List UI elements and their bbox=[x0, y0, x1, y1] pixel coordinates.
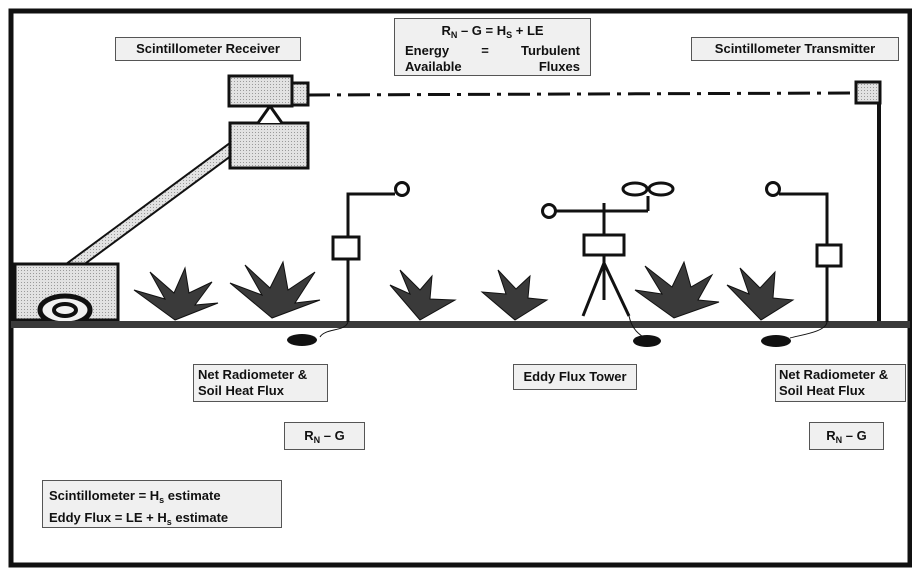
net-radiometer-left-device bbox=[287, 181, 410, 346]
equation-line-3: Available Fluxes bbox=[405, 59, 580, 74]
scintillometer-transmitter-device bbox=[854, 80, 882, 323]
rn-g-left-label: RN – G bbox=[284, 422, 365, 450]
scintillometer-receiver-device bbox=[227, 74, 310, 170]
ground-line bbox=[11, 321, 910, 328]
scintillometer-beam bbox=[307, 91, 857, 97]
eddy-flux-tower-device bbox=[541, 181, 675, 347]
equation-line-2: Energy = Turbulent bbox=[405, 43, 580, 58]
boom-lift-truck bbox=[13, 129, 254, 327]
transmitter-label: Scintillometer Transmitter bbox=[691, 37, 899, 61]
crop-plants bbox=[133, 260, 795, 321]
estimates-note: Scintillometer = Hs estimate Eddy Flux =… bbox=[42, 480, 282, 528]
estimate-line-eddy-flux: Eddy Flux = LE + Hs estimate bbox=[49, 510, 229, 527]
eddy-flux-tower-label: Eddy Flux Tower bbox=[513, 364, 637, 390]
net-radiometer-right-device bbox=[761, 181, 843, 347]
energy-balance-equation: RN – G = HS + LE Energy = Turbulent Avai… bbox=[394, 18, 591, 76]
rn-g-right-label: RN – G bbox=[809, 422, 884, 450]
receiver-label: Scintillometer Receiver bbox=[115, 37, 301, 61]
diagram-frame bbox=[8, 8, 912, 568]
net-radiometer-left-label: Net Radiometer & Soil Heat Flux bbox=[193, 364, 328, 402]
estimate-line-scintillometer: Scintillometer = Hs estimate bbox=[49, 488, 221, 505]
equation-line-1: RN – G = HS + LE bbox=[441, 23, 544, 40]
net-radiometer-right-label: Net Radiometer & Soil Heat Flux bbox=[775, 364, 906, 402]
